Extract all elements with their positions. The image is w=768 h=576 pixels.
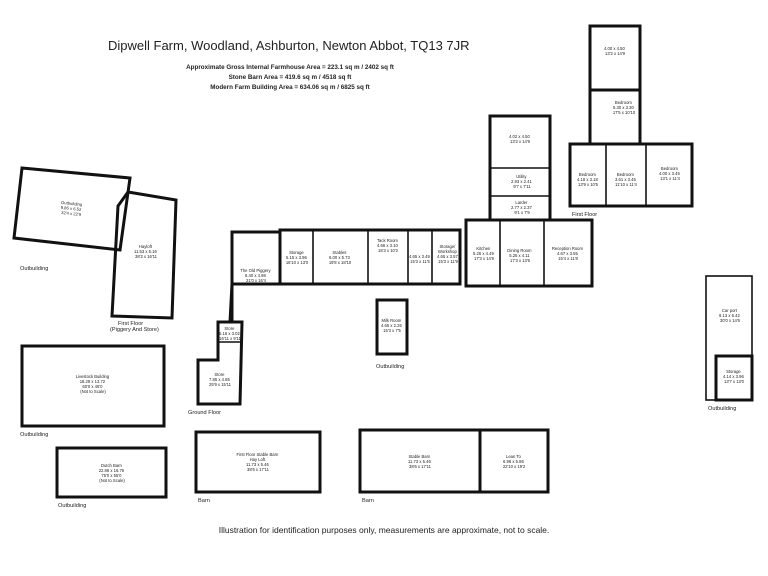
room-label: Kitchen 5.26 x 4.49 17'3 x 14'9 bbox=[473, 246, 495, 261]
room-label: Reception Room 4.67 x 3.55 15'4 x 11'8 bbox=[552, 246, 584, 261]
room-label: 4.00 x 4.50 13'2 x 14'9 bbox=[604, 46, 626, 56]
storage-r-walls bbox=[714, 354, 754, 402]
room-label: Outbuilding 9.86 x 6.52 32'4 x 22'9 bbox=[60, 200, 84, 217]
area-stone-barn: Stone Barn Area = 419.6 sq m / 4518 sq f… bbox=[228, 74, 352, 81]
top-room-walls bbox=[588, 24, 642, 92]
car-port: Car port 9.13 x 6.42 30'0 x 14'6 Storage… bbox=[705, 275, 754, 402]
room-label: Stable Barn 11.73 x 5.46 38'6 x 17'11 bbox=[408, 454, 432, 469]
room-label: Stables 6.00 x 5.73 19'8 x 18'10 bbox=[329, 250, 352, 265]
room-label: Dutch Barn 22.86 x 16.76 75'0 x 55'0 (No… bbox=[99, 463, 126, 483]
disclaimer: Illustration for identification purposes… bbox=[218, 525, 550, 535]
room-label: Bedroom 4.18 x 3.18 13'9 x 10'5 bbox=[577, 172, 599, 187]
room-label: Milk Room 4.65 x 2.26 15'3 x 7'5 bbox=[381, 318, 403, 333]
farmhouse-ground: 4.02 x 4.50 13'2 x 14'9 Utility 2.93 x 2… bbox=[464, 114, 594, 288]
milk-room: Milk Room 4.65 x 2.26 15'3 x 7'5 bbox=[375, 298, 409, 356]
room-label: Livestock Building 18.29 x 13.72 60'0 x … bbox=[76, 374, 111, 394]
room-label: Store 5.16 x 3.02 16'11 x 9'11 bbox=[219, 326, 241, 341]
room-label: Larder 2.77 x 2.37 9'1 x 7'9 bbox=[511, 200, 533, 215]
room-label: Store 7.85 x 4.85 25'9 x 15'11 bbox=[209, 372, 232, 387]
dutch-barn-walls bbox=[55, 446, 168, 499]
plan-title: Dipwell Farm, Woodland, Ashburton, Newto… bbox=[108, 38, 470, 53]
label-outbuilding-2: Outbuilding bbox=[20, 432, 48, 438]
hayloft-walls bbox=[110, 190, 178, 320]
label-first-floor-piggery-sub: (Piggery And Store) bbox=[110, 327, 159, 333]
room-label: Tack Room 4.66 x 3.10 15'3 x 10'2 bbox=[377, 238, 399, 253]
first-floor-stable-barn: First Floor Stable Barn Hay Loft 11.73 x… bbox=[194, 430, 322, 494]
label-outbuilding-4: Outbuilding bbox=[376, 364, 404, 370]
livestock-walls bbox=[20, 344, 166, 428]
room-label: Storage/ Workshop 4.65 x 3.57 15'3 x 11'… bbox=[437, 244, 459, 264]
area-modern: Modern Farm Building Area = 634.06 sq m … bbox=[210, 84, 370, 91]
room-label: Bedroom 4.00 x 3.45 13'1 x 11'4 bbox=[659, 166, 681, 181]
room-label: Dining Room 5.25 x 4.11 17'3 x 13'6 bbox=[507, 248, 532, 263]
room-label: 4.65 x 3.49 15'3 x 11'5 bbox=[409, 254, 431, 264]
room-label: Lean To 6.96 x 5.86 22'10 x 19'2 bbox=[503, 454, 526, 469]
area-summary: Approximate Gross Internal Farmhouse Are… bbox=[160, 63, 420, 93]
ff-stable-barn-walls bbox=[194, 430, 322, 494]
outbuilding-tl-walls bbox=[12, 166, 132, 252]
label-first-floor-house: First Floor bbox=[572, 212, 597, 218]
hayloft-plan: Hayloft 11.53 x 5.16 38'2 x 16'11 bbox=[110, 190, 178, 320]
room-label: Storage 5.15 x 3.96 16'10 x 13'0 bbox=[286, 250, 309, 265]
first-floor-walls bbox=[568, 142, 694, 208]
room-label: Storage 4.14 x 3.96 13'7 x 13'0 bbox=[723, 369, 745, 384]
room-label: Car port 9.13 x 6.42 30'0 x 14'6 bbox=[719, 308, 741, 323]
label-outbuilding-1: Outbuilding bbox=[20, 266, 48, 272]
room-label: 4.02 x 4.50 13'2 x 14'9 bbox=[509, 134, 531, 144]
stable-barn-walls bbox=[358, 428, 550, 494]
outbuilding-top-left: Outbuilding 9.86 x 6.52 32'4 x 22'9 bbox=[12, 166, 132, 252]
room-label: The Old Piggery 6.40 x 4.98 21'0 x 16'4 bbox=[240, 268, 271, 283]
area-farmhouse: Approximate Gross Internal Farmhouse Are… bbox=[186, 64, 394, 71]
farmhouse-first: 4.00 x 4.50 13'2 x 14'9 Bedroom 5.30 x 3… bbox=[568, 24, 694, 208]
label-outbuilding-3: Outbuilding bbox=[58, 503, 86, 509]
label-outbuilding-5: Outbuilding bbox=[708, 406, 736, 412]
milk-room-walls bbox=[375, 298, 409, 356]
main-house-walls bbox=[464, 218, 594, 288]
label-barn-1: Barn bbox=[198, 498, 210, 504]
label-first-floor-piggery: First Floor bbox=[118, 321, 143, 327]
stable-range-walls bbox=[278, 228, 462, 286]
room-label: Utility 2.93 x 2.41 9'7 x 7'11 bbox=[511, 174, 533, 189]
room-label: Bedroom 5.30 x 3.30 17'5 x 10'10 bbox=[613, 100, 636, 115]
label-ground-floor: Ground Floor bbox=[188, 410, 221, 416]
livestock-building: Livestock Building 18.29 x 13.72 60'0 x … bbox=[20, 344, 166, 428]
label-barn-2: Barn bbox=[362, 498, 374, 504]
stable-barn-lean-to: Stable Barn 11.73 x 5.46 38'6 x 17'11 Le… bbox=[358, 428, 550, 494]
room-label: First Floor Stable Barn Hay Loft 11.73 x… bbox=[236, 452, 279, 472]
ground-floor-block: The Old Piggery 6.40 x 4.98 21'0 x 16'4 … bbox=[196, 228, 462, 406]
bed-d-walls bbox=[588, 88, 642, 146]
room-label: Bedroom 3.61 x 3.45 11'10 x 11'4 bbox=[615, 172, 637, 187]
room-label: Hayloft 11.53 x 5.16 38'2 x 16'11 bbox=[134, 244, 158, 259]
dutch-barn: Dutch Barn 22.86 x 16.76 75'0 x 55'0 (No… bbox=[55, 446, 168, 499]
